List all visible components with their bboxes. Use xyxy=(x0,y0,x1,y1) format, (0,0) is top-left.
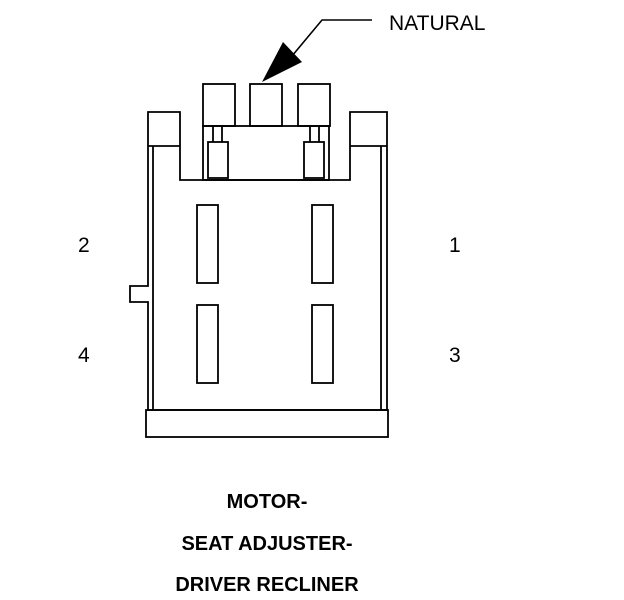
pin-label-3: 3 xyxy=(449,344,461,367)
housing-body xyxy=(129,111,388,411)
latch-tab-left xyxy=(202,83,236,127)
cavity-pin-1 xyxy=(311,204,334,284)
callout-leader-line xyxy=(291,19,372,57)
connector-outline xyxy=(129,83,389,438)
latch-detail-left xyxy=(207,141,229,179)
latch-tab-center xyxy=(249,83,283,127)
title-line-2: SEAT ADJUSTER- xyxy=(181,533,352,555)
title-line-3: DRIVER RECLINER xyxy=(175,574,359,596)
pin-label-4: 4 xyxy=(78,344,90,367)
latch-link-right xyxy=(309,126,320,142)
pin-label-1: 1 xyxy=(449,234,461,257)
title-line-1: MOTOR- xyxy=(227,491,308,513)
callout-arrowhead xyxy=(262,42,302,82)
pin-label-2: 2 xyxy=(78,234,90,257)
cavity-pin-3 xyxy=(311,304,334,384)
latch-tab-right xyxy=(297,83,331,127)
cavity-pin-2 xyxy=(196,204,219,284)
base-plate xyxy=(145,409,389,438)
latch-detail-right xyxy=(303,141,325,179)
latch-link-left xyxy=(212,126,223,142)
callout-label: NATURAL xyxy=(389,12,485,35)
cavity-pin-4 xyxy=(196,304,219,384)
